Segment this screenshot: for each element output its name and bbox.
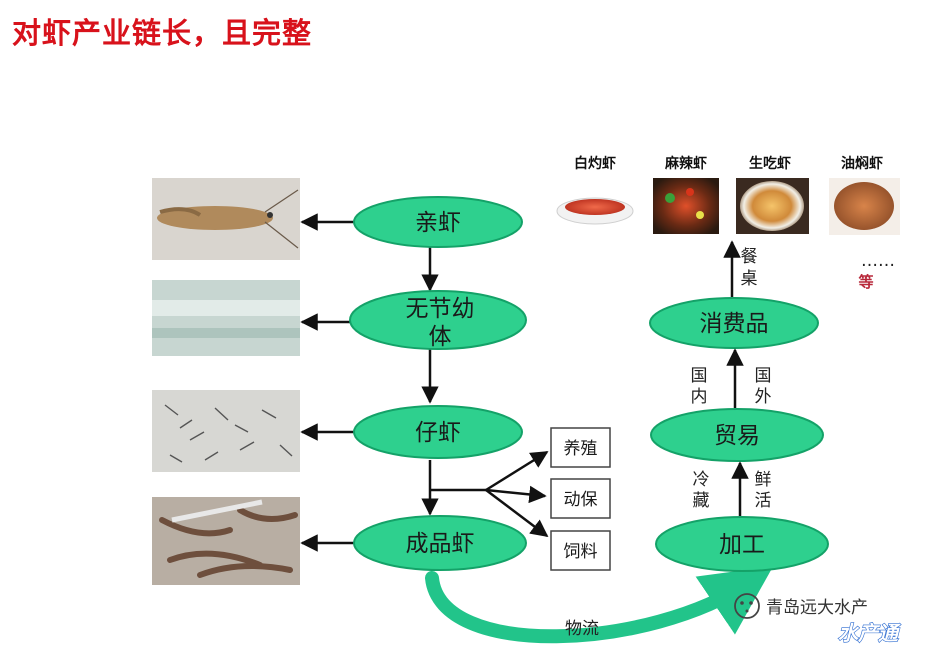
- dish-label-raw: 生吃虾: [749, 155, 791, 172]
- nauplius-photo: [152, 280, 300, 356]
- svg-text:动保: 动保: [564, 490, 598, 510]
- svg-text:体: 体: [429, 324, 452, 350]
- svg-text:冷: 冷: [693, 470, 710, 490]
- svg-text:饲料: 饲料: [564, 542, 598, 562]
- svg-text:鲜: 鲜: [755, 470, 772, 490]
- watermark: 青岛远大水产 水产通: [734, 593, 902, 646]
- broodstock-photo: [152, 178, 300, 260]
- side-box-feed: 饲料: [550, 530, 611, 571]
- dish-boiled-shrimp-image: [556, 197, 634, 225]
- node-nauplius: 无节幼 体: [349, 290, 527, 350]
- svg-text:亲虾: 亲虾: [415, 210, 461, 236]
- dish-braised-shrimp-image: [829, 178, 900, 235]
- node-adult-shrimp: 成品虾: [353, 515, 527, 571]
- svg-text:消费品: 消费品: [700, 311, 769, 337]
- svg-text:仔虾: 仔虾: [415, 420, 461, 446]
- svg-text:外: 外: [755, 387, 772, 407]
- svg-text:贸易: 贸易: [714, 423, 760, 449]
- svg-text:加工: 加工: [719, 532, 765, 558]
- branch-to-services: [430, 450, 549, 538]
- svg-text:餐: 餐: [741, 247, 758, 267]
- svg-text:桌: 桌: [741, 269, 758, 289]
- dishes-etc: 等: [858, 273, 873, 291]
- dish-label-braised: 油焖虾: [841, 155, 883, 172]
- adult-shrimp-photo: [152, 497, 300, 585]
- label-domestic: 国 内: [691, 366, 708, 407]
- node-juvenile: 仔虾: [353, 405, 523, 459]
- svg-text:国: 国: [755, 366, 772, 386]
- page-title: 对虾产业链长，且完整: [12, 16, 313, 50]
- svg-text:无节幼: 无节幼: [406, 296, 475, 322]
- juvenile-photo: [152, 390, 300, 472]
- dishes-ellipsis: ……: [861, 251, 895, 271]
- dish-raw-shrimp-image: [736, 178, 809, 234]
- node-broodstock: 亲虾: [353, 196, 523, 248]
- node-processing: 加工: [655, 516, 829, 572]
- side-box-animal-health: 动保: [550, 478, 611, 519]
- dish-spicy-shrimp-image: [653, 178, 719, 234]
- node-consumer-goods: 消费品: [649, 297, 819, 349]
- svg-text:养殖: 养殖: [564, 439, 598, 459]
- svg-text:国: 国: [691, 366, 708, 386]
- logistics-label: 物流: [565, 619, 599, 639]
- side-box-farming: 养殖: [550, 427, 611, 468]
- dish-label-boiled: 白灼虾: [574, 155, 616, 172]
- watermark-brand: 水产通: [838, 621, 901, 645]
- svg-text:成品虾: 成品虾: [406, 531, 475, 557]
- label-fresh-live: 鲜 活: [755, 470, 772, 511]
- label-dining-table: 餐 桌: [741, 247, 758, 289]
- dish-label-spicy: 麻辣虾: [664, 155, 707, 172]
- label-chilled: 冷 藏: [693, 470, 710, 511]
- logistics-arrow: [425, 566, 774, 644]
- watermark-account: 青岛远大水产: [766, 598, 868, 618]
- wechat-icon: [734, 593, 760, 619]
- svg-text:内: 内: [691, 387, 708, 407]
- label-overseas: 国 外: [755, 366, 772, 407]
- svg-text:藏: 藏: [693, 491, 710, 511]
- node-trade: 贸易: [650, 408, 824, 462]
- svg-text:活: 活: [755, 491, 772, 511]
